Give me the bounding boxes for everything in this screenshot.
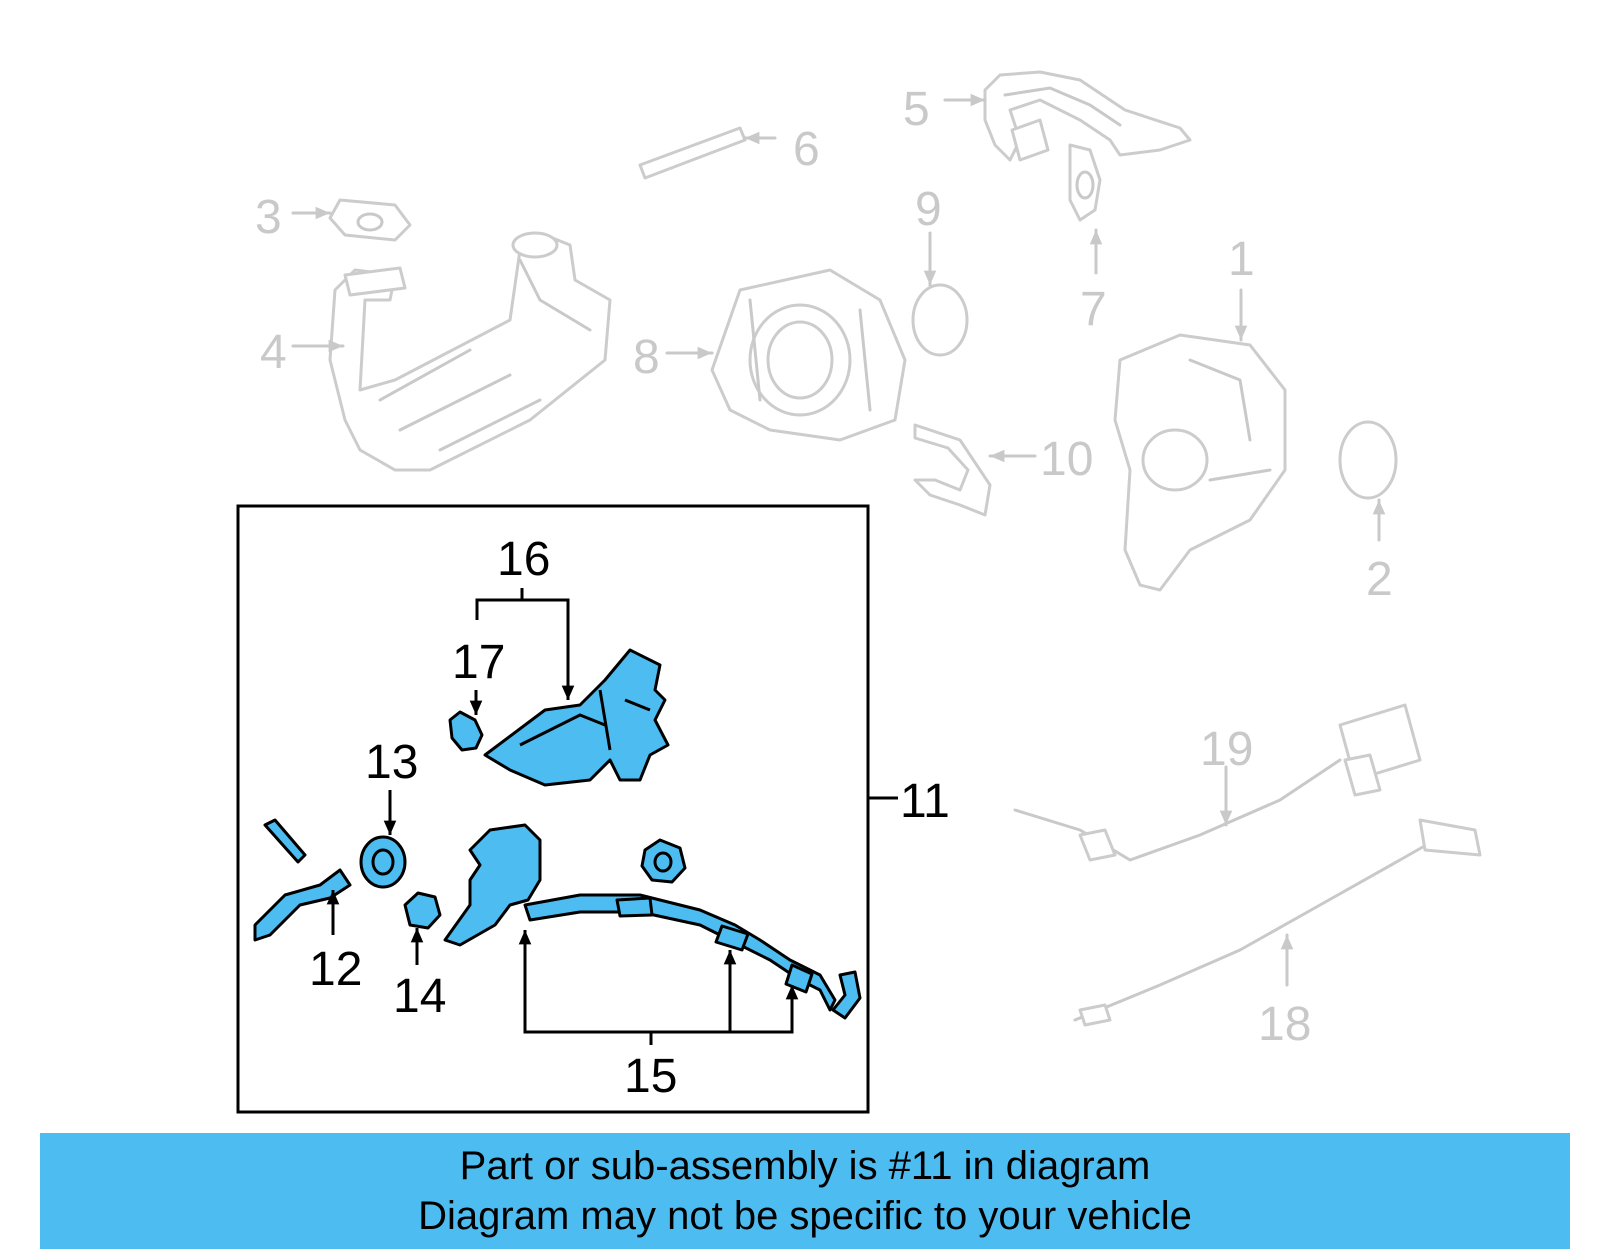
gasket-part-3 xyxy=(328,198,412,242)
callout-5: 5 xyxy=(903,83,930,136)
leader-arrowhead xyxy=(697,346,712,360)
leader-arrowhead xyxy=(1234,325,1248,340)
callout-9: 9 xyxy=(915,183,942,236)
leader-arrowhead xyxy=(518,930,532,945)
strip-part-6 xyxy=(638,126,747,180)
leader-arrowhead xyxy=(1280,935,1294,950)
grommet-part-13 xyxy=(359,835,407,889)
pipe-part-5 xyxy=(983,70,1192,162)
leader-arrowhead xyxy=(328,339,343,353)
gasket-part-7 xyxy=(1068,143,1102,222)
leader-arrowhead xyxy=(785,985,799,1000)
leader-arrowhead xyxy=(923,270,937,285)
leader-arrowhead xyxy=(326,890,340,905)
nut-part xyxy=(640,838,687,884)
callout-8: 8 xyxy=(633,331,660,384)
leader-arrowhead xyxy=(990,449,1005,463)
egr-cooler-part-4 xyxy=(328,231,612,472)
callout-2: 2 xyxy=(1366,553,1393,606)
callout-19: 19 xyxy=(1200,723,1253,776)
leader-arrowhead xyxy=(1219,810,1233,825)
leader-arrowhead xyxy=(469,700,483,715)
callout-16: 16 xyxy=(497,533,550,586)
callout-17: 17 xyxy=(452,636,505,689)
leader-arrowhead xyxy=(1372,500,1386,515)
assembly-11-box xyxy=(236,504,870,1114)
leader-arrowhead xyxy=(970,93,985,107)
notice-banner: Part or sub-assembly is #11 in diagram D… xyxy=(40,1133,1570,1249)
banner-line-2: Diagram may not be specific to your vehi… xyxy=(418,1194,1192,1238)
callout-6: 6 xyxy=(793,123,820,176)
callout-12: 12 xyxy=(309,943,362,996)
clip-part-17 xyxy=(448,710,484,752)
leader-arrowhead xyxy=(745,131,760,145)
bushing-part-14 xyxy=(403,891,442,930)
callout-15: 15 xyxy=(624,1050,677,1103)
leader-arrowhead xyxy=(561,685,575,700)
bracket-part-12 xyxy=(253,868,352,942)
callout-1: 1 xyxy=(1228,233,1255,286)
banner-line-1: Part or sub-assembly is #11 in diagram xyxy=(459,1144,1151,1188)
leader-arrowhead xyxy=(315,206,330,220)
callout-10: 10 xyxy=(1040,433,1093,486)
bolt-part-12-a xyxy=(263,818,307,864)
callout-11: 11 xyxy=(900,775,950,828)
callout-7: 7 xyxy=(1080,283,1107,336)
o-ring-part-9 xyxy=(911,283,969,357)
sensor-harness-part-19 xyxy=(1013,703,1422,862)
callout-18: 18 xyxy=(1258,998,1311,1051)
callout-13: 13 xyxy=(365,736,418,789)
leader-arrowhead xyxy=(383,820,397,835)
actuator-harness-part-15 xyxy=(443,823,862,1020)
leader-arrowhead xyxy=(1089,230,1103,245)
egr-valve-part-1 xyxy=(1113,333,1287,592)
callout-4: 4 xyxy=(260,326,287,379)
leader-arrowhead xyxy=(410,928,424,943)
callout-3: 3 xyxy=(255,191,282,244)
o-ring-part-2 xyxy=(1338,420,1398,500)
seal-part-10 xyxy=(913,423,992,517)
leader-arrowhead xyxy=(723,950,737,965)
bracket-part-16 xyxy=(483,648,670,787)
callout-14: 14 xyxy=(393,970,446,1023)
throttle-body-part-8 xyxy=(710,268,907,442)
sensor-harness-part-18 xyxy=(1073,818,1482,1027)
